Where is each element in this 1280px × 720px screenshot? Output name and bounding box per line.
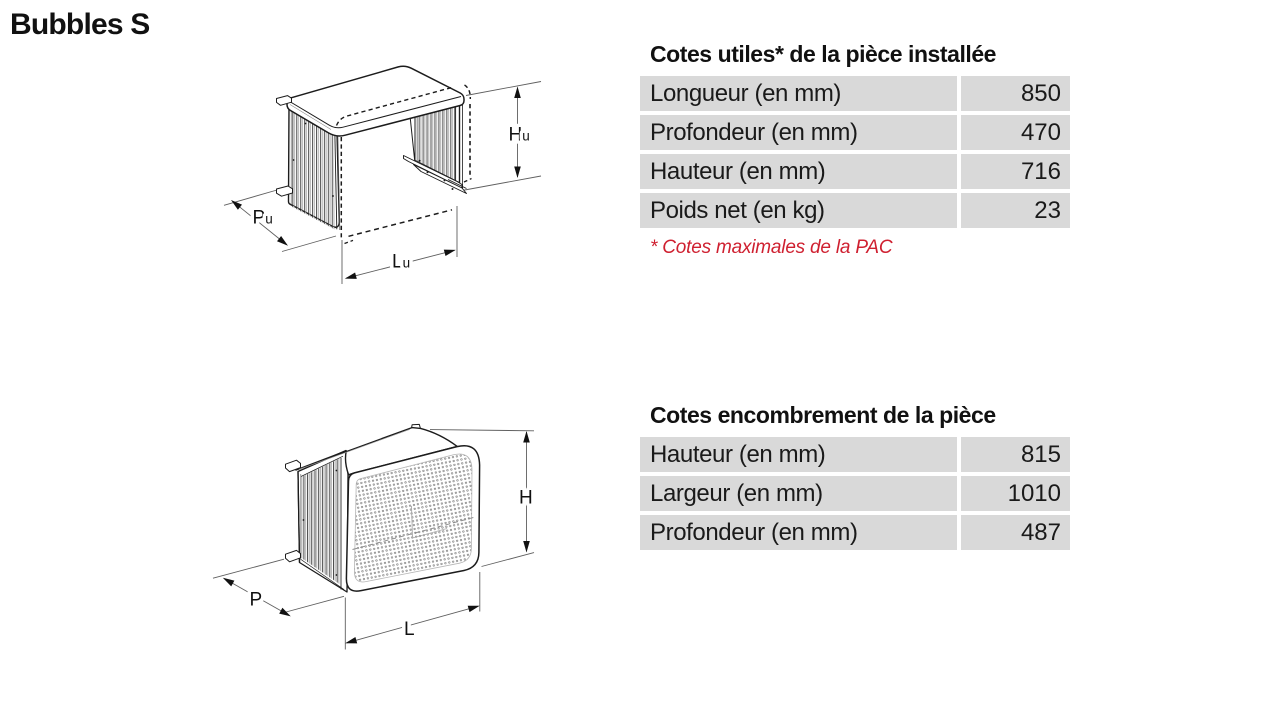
dim-label-pu: Pu — [253, 208, 273, 229]
row-label: Profondeur (en mm) — [640, 115, 957, 150]
row-label: Largeur (en mm) — [640, 476, 957, 511]
dim-label-h-main: H — [519, 488, 533, 509]
row-value: 487 — [961, 515, 1070, 550]
table-useful-dimensions: Cotes utiles* de la pièce installée Long… — [640, 40, 1070, 259]
page-title: Bubbles S — [10, 8, 150, 41]
table-row: Hauteur (en mm) 716 — [640, 154, 1070, 189]
dim-label-l: L — [404, 619, 415, 640]
table-row: Largeur (en mm) 1010 — [640, 476, 1070, 511]
drawing-installed-unit-dimensions: Hu Pu Lu — [223, 65, 542, 284]
row-value: 850 — [961, 76, 1070, 111]
row-value: 470 — [961, 115, 1070, 150]
table-row: Profondeur (en mm) 487 — [640, 515, 1070, 550]
row-value: 1010 — [961, 476, 1070, 511]
table-body: Longueur (en mm) 850 Profondeur (en mm) … — [640, 76, 1070, 228]
row-value: 716 — [961, 154, 1070, 189]
dim-label-pu-sub: u — [265, 212, 273, 227]
row-label: Profondeur (en mm) — [640, 515, 957, 550]
dim-label-hu: Hu — [509, 125, 530, 146]
dim-label-p-main: P — [250, 590, 263, 611]
dim-label-p: P — [250, 590, 263, 611]
row-value: 23 — [961, 193, 1070, 228]
table-row: Profondeur (en mm) 470 — [640, 115, 1070, 150]
row-label: Hauteur (en mm) — [640, 437, 957, 472]
dim-label-hu-main: H — [509, 125, 523, 146]
dim-label-l-main: L — [404, 619, 415, 640]
dim-label-pu-main: P — [253, 208, 266, 229]
table-row: Longueur (en mm) 850 — [640, 76, 1070, 111]
drawing-overall-dimensions: H P L — [212, 423, 536, 650]
row-label: Hauteur (en mm) — [640, 154, 957, 189]
table-title: Cotes utiles* de la pièce installée — [650, 41, 997, 67]
table-footnote: * Cotes maximales de la PAC — [650, 237, 893, 258]
row-label: Poids net (en kg) — [640, 193, 957, 228]
dim-label-lu-sub: u — [403, 256, 411, 271]
dim-label-lu-main: L — [392, 252, 403, 273]
dim-label-h: H — [519, 488, 533, 509]
table-title: Cotes encombrement de la pièce — [650, 402, 996, 428]
dim-label-hu-sub: u — [522, 129, 530, 144]
table-row: Hauteur (en mm) 815 — [640, 437, 1070, 472]
dim-label-lu: Lu — [392, 252, 410, 273]
table-body: Hauteur (en mm) 815 Largeur (en mm) 1010… — [640, 437, 1070, 550]
row-value: 815 — [961, 437, 1070, 472]
table-row: Poids net (en kg) 23 — [640, 193, 1070, 228]
table-overall-dimensions: Cotes encombrement de la pièce Hauteur (… — [640, 401, 1070, 554]
row-label: Longueur (en mm) — [640, 76, 957, 111]
